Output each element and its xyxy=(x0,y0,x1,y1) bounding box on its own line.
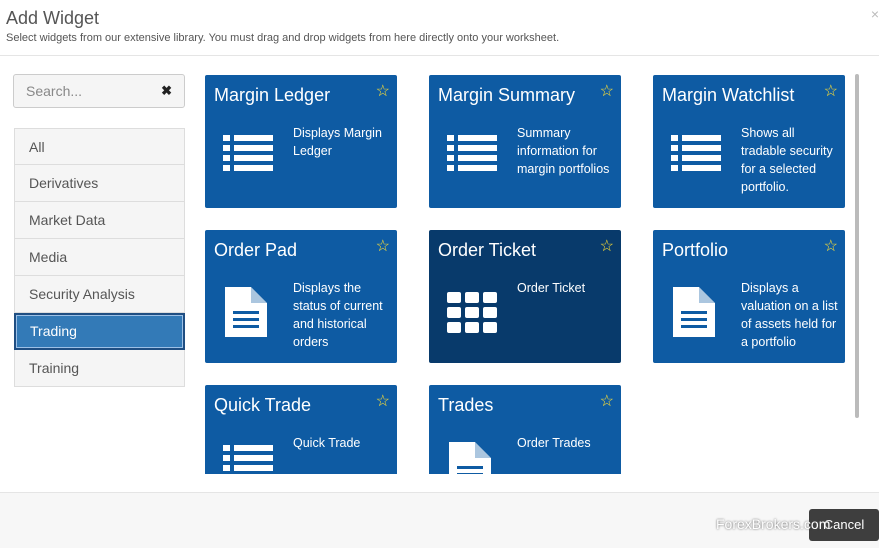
favorite-star-icon[interactable]: ☆ xyxy=(599,393,614,410)
dialog-header: Add Widget Select widgets from our exten… xyxy=(0,0,879,56)
cancel-button[interactable]: Cancel xyxy=(809,509,879,541)
widget-title: Margin Ledger xyxy=(214,85,331,105)
widget-tile-portfolio[interactable]: Portfolio ☆ Displays a valuation on a li… xyxy=(653,230,845,363)
close-icon[interactable]: × xyxy=(870,6,879,22)
favorite-star-icon[interactable]: ☆ xyxy=(599,83,614,100)
widget-description: Order Ticket xyxy=(517,281,586,295)
widget-title: Trades xyxy=(438,395,494,415)
widget-description: Displays the status of current and histo… xyxy=(293,281,383,349)
widget-tile-order-ticket[interactable]: Order Ticket ☆ Order Ticket xyxy=(429,230,621,363)
category-trading[interactable]: Trading xyxy=(14,313,185,350)
widget-tile-quick-trade[interactable]: Quick Trade ☆ Quick Trade xyxy=(205,385,397,474)
widget-title: Margin Summary xyxy=(438,85,576,105)
category-security-analysis[interactable]: Security Analysis xyxy=(14,276,185,313)
widget-description: Displays Margin Ledger xyxy=(293,126,382,158)
widget-title: Portfolio xyxy=(662,240,729,260)
list-icon xyxy=(223,443,275,474)
widget-title: Order Pad xyxy=(214,240,298,260)
widget-description: Order Trades xyxy=(517,436,591,450)
widget-tile-trades[interactable]: Trades ☆ Order Trades xyxy=(429,385,621,474)
favorite-star-icon[interactable]: ☆ xyxy=(375,238,390,255)
search-box: ✖ xyxy=(13,74,185,108)
favorite-star-icon[interactable]: ☆ xyxy=(375,83,390,100)
widget-description: Summary information for margin portfolio… xyxy=(517,126,610,176)
dialog-footer xyxy=(0,492,879,548)
widget-description: Displays a valuation on a list of assets… xyxy=(741,281,838,349)
document-icon xyxy=(223,287,269,344)
category-market-data[interactable]: Market Data xyxy=(14,202,185,239)
grid-icon xyxy=(447,292,499,339)
favorite-star-icon[interactable]: ☆ xyxy=(375,393,390,410)
list-icon xyxy=(671,133,723,182)
favorite-star-icon[interactable]: ☆ xyxy=(823,83,838,100)
document-icon xyxy=(447,442,493,474)
widget-description: Shows all tradable security for a select… xyxy=(741,126,833,194)
category-derivatives[interactable]: Derivatives xyxy=(14,165,185,202)
widget-title: Order Ticket xyxy=(438,240,537,260)
widget-title: Margin Watchlist xyxy=(662,85,795,105)
watermark: ForexBrokers.com xyxy=(716,516,831,532)
widget-tile-margin-watchlist[interactable]: Margin Watchlist ☆ Shows all tradable se… xyxy=(653,75,845,208)
widget-tile-order-pad[interactable]: Order Pad ☆ Displays the status of curre… xyxy=(205,230,397,363)
widget-grid: Margin Ledger ☆ Displays Margin Ledger M… xyxy=(205,75,855,474)
dialog-subtitle: Select widgets from our extensive librar… xyxy=(6,32,560,44)
category-list: All Derivatives Market Data Media Securi… xyxy=(14,128,185,387)
favorite-star-icon[interactable]: ☆ xyxy=(599,238,614,255)
widget-title: Quick Trade xyxy=(214,395,312,415)
widget-tile-margin-ledger[interactable]: Margin Ledger ☆ Displays Margin Ledger xyxy=(205,75,397,208)
search-input[interactable] xyxy=(14,75,154,107)
category-all[interactable]: All xyxy=(14,128,185,165)
widget-scrollbar[interactable] xyxy=(855,74,859,418)
widget-tile-margin-summary[interactable]: Margin Summary ☆ Summary information for… xyxy=(429,75,621,208)
widget-description: Quick Trade xyxy=(293,436,361,450)
clear-search-icon[interactable]: ✖ xyxy=(161,83,172,98)
list-icon xyxy=(223,133,275,182)
list-icon xyxy=(447,133,499,182)
favorite-star-icon[interactable]: ☆ xyxy=(823,238,838,255)
dialog-title: Add Widget xyxy=(6,8,100,28)
document-icon xyxy=(671,287,717,344)
category-media[interactable]: Media xyxy=(14,239,185,276)
category-training[interactable]: Training xyxy=(14,350,185,387)
